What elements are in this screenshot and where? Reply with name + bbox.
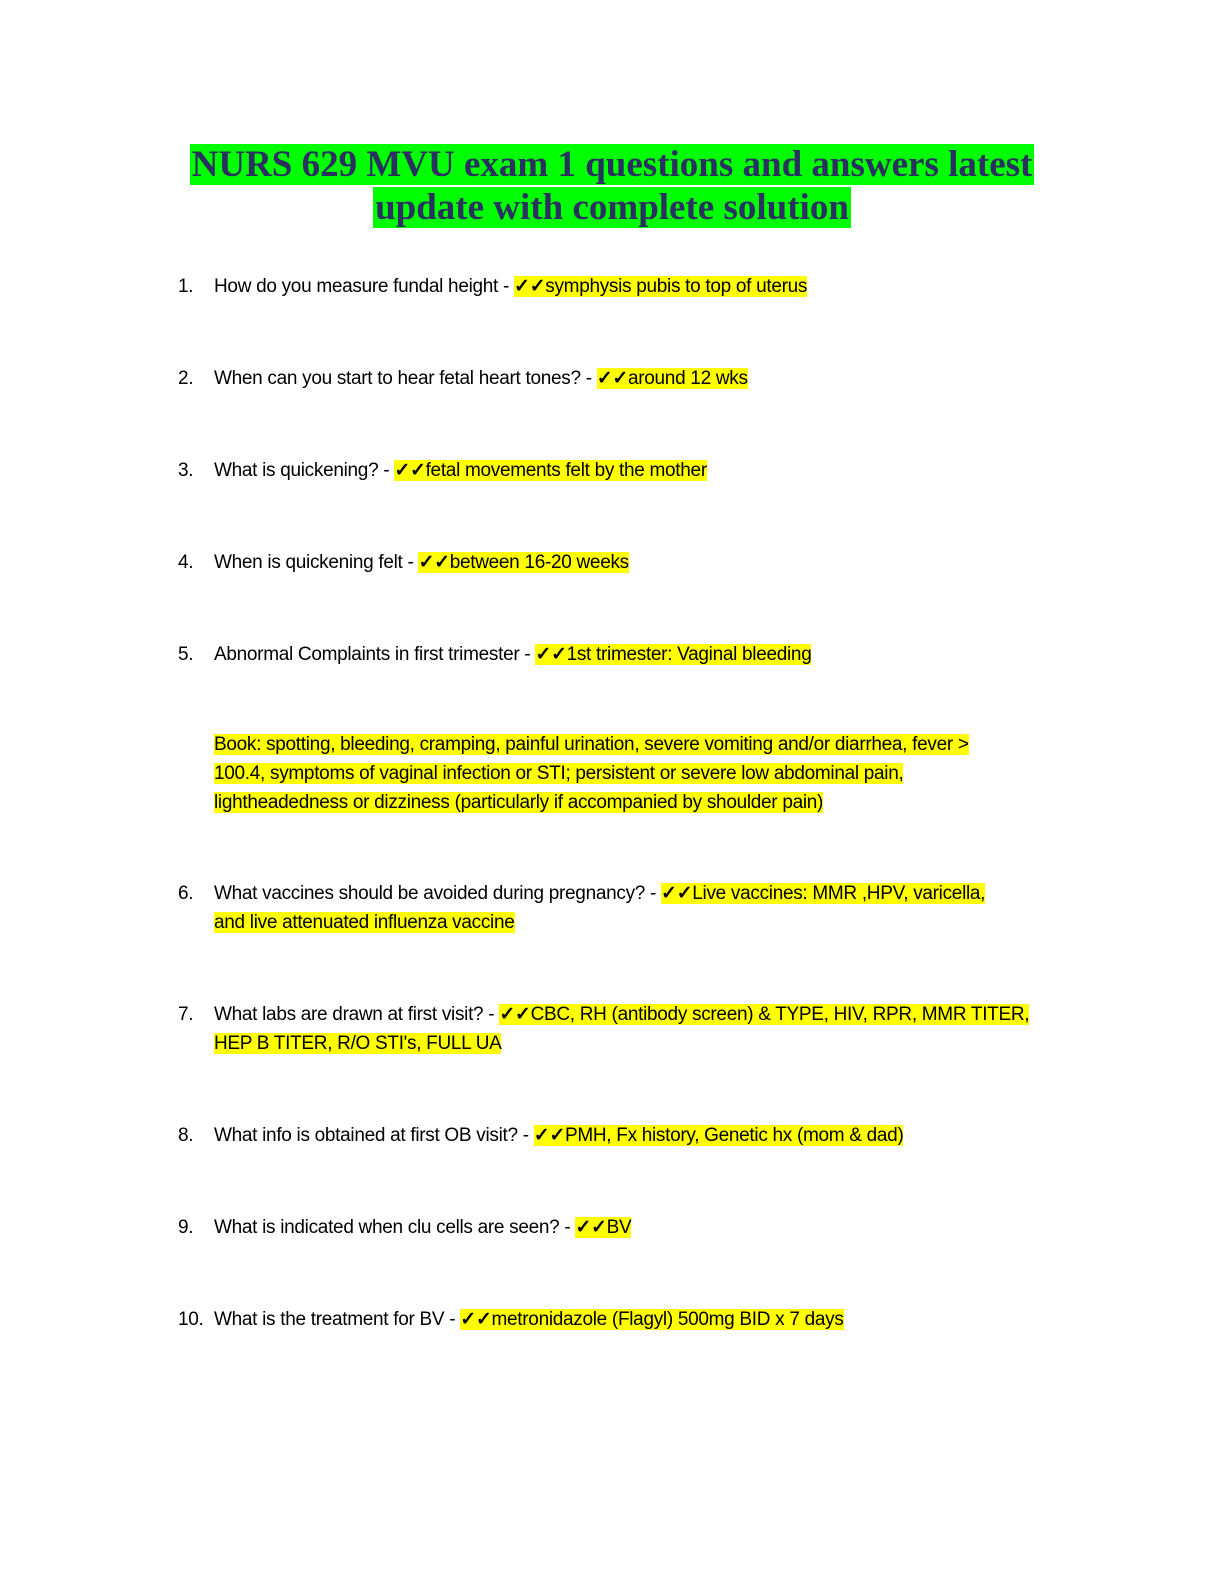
answer-highlight: ✓✓1st trimester: Vaginal bleeding [535,644,812,665]
question-text: What labs are drawn at first visit? - [214,1004,500,1025]
double-check-icon: ✓✓ [499,1004,531,1025]
question-number: 1. [178,276,194,297]
question-text: What info is obtained at first OB visit?… [214,1125,534,1146]
answer-text: fetal movements felt by the mother [425,460,708,481]
question-number: 3. [178,460,194,481]
answer-text-continued: and live attenuated influenza vaccine [214,912,515,933]
answer-text: between 16-20 weeks [449,552,629,573]
answer-highlight: ✓✓metronidazole (Flagyl) 500mg BID x 7 d… [460,1309,844,1330]
question-number: 10. [178,1309,204,1330]
answer-text-continued: HEP B TITER, R/O STI's, FULL UA [214,1033,502,1054]
question-text: What is indicated when clu cells are see… [214,1217,576,1238]
double-check-icon: ✓✓ [418,552,450,573]
question-number: 6. [178,883,194,904]
document-title: NURS 629 MVU exam 1 questions and answer… [0,143,1224,229]
double-check-icon: ✓✓ [535,644,567,665]
question-text: When can you start to hear fetal heart t… [214,368,597,389]
double-check-icon: ✓✓ [575,1217,607,1238]
answer-text: CBC, RH (antibody screen) & TYPE, HIV, R… [530,1004,1030,1025]
answer-highlight: ✓✓between 16-20 weeks [418,552,629,573]
answer-text: around 12 wks [627,368,748,389]
question-text: What is the treatment for BV - [214,1309,461,1330]
question-text: What vaccines should be avoided during p… [214,883,662,904]
answer-text: 1st trimester: Vaginal bleeding [566,644,812,665]
question-text: When is quickening felt - [214,552,419,573]
question-text: Abnormal Complaints in first trimester - [214,644,536,665]
question-number: 9. [178,1217,194,1238]
book-note-line: Book: spotting, bleeding, cramping, pain… [214,734,969,755]
answer-highlight: ✓✓symphysis pubis to top of uterus [514,276,807,297]
double-check-icon: ✓✓ [394,460,426,481]
book-note-line: lightheadedness or dizziness (particular… [214,792,824,813]
book-note-line: 100.4, symptoms of vaginal infection or … [214,763,904,784]
double-check-icon: ✓✓ [661,883,693,904]
double-check-icon: ✓✓ [533,1125,566,1146]
answer-highlight: ✓✓Live vaccines: MMR ,HPV, varicella, [661,883,985,904]
answer-text: symphysis pubis to top of uterus [545,276,808,297]
answer-highlight: ✓✓around 12 wks [596,368,748,389]
question-text: How do you measure fundal height - [214,276,515,297]
answer-text: PMH, Fx history, Genetic hx (mom & dad) [564,1125,904,1146]
question-number: 5. [178,644,194,665]
question-number: 7. [178,1004,194,1025]
answer-highlight: ✓✓CBC, RH (antibody screen) & TYPE, HIV,… [499,1004,1030,1025]
answer-highlight: ✓✓BV [575,1217,632,1238]
answer-text: Live vaccines: MMR ,HPV, varicella, [692,883,986,904]
double-check-icon: ✓✓ [460,1309,492,1330]
answer-text: BV [606,1217,632,1238]
title-line-1: NURS 629 MVU exam 1 questions and answer… [189,144,1035,185]
title-line-2: update with complete solution [373,187,851,228]
double-check-icon: ✓✓ [596,368,629,389]
answer-text: metronidazole (Flagyl) 500mg BID x 7 day… [491,1309,844,1330]
double-check-icon: ✓✓ [514,276,546,297]
answer-highlight: ✓✓PMH, Fx history, Genetic hx (mom & dad… [533,1125,904,1146]
question-text: What is quickening? - [214,460,395,481]
question-number: 2. [178,368,194,389]
answer-highlight: ✓✓fetal movements felt by the mother [394,460,707,481]
book-note: Book: spotting, bleeding, cramping, pain… [214,730,969,817]
question-number: 8. [178,1125,194,1146]
question-number: 4. [178,552,194,573]
